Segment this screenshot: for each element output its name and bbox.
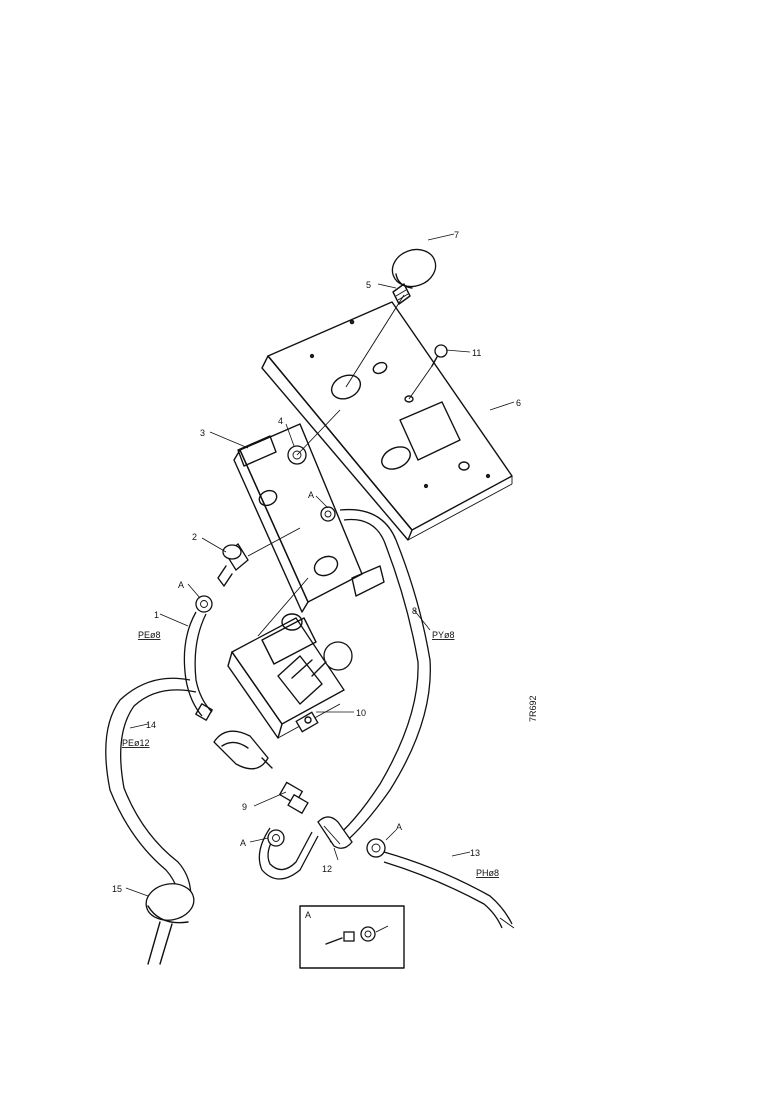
detail-a-box: A (299, 905, 405, 969)
callout-a-top: A (308, 490, 314, 500)
valve-unit-10 (227, 613, 353, 739)
callout-13: 13 (470, 848, 480, 858)
spec-hose-8: PYø8 (432, 630, 455, 640)
hose-spec-labels: PEø8 PYø8 PEø12 PHø8 (122, 630, 499, 878)
mounting-plate (261, 301, 513, 541)
callout-a-bottom: A (240, 838, 246, 848)
callout-4: 4 (278, 416, 283, 426)
callout-a-right: A (396, 822, 402, 832)
hoses (105, 508, 515, 965)
callout-8: 8 (412, 606, 417, 616)
callout-9: 9 (242, 802, 247, 812)
coupling-under-valve (213, 730, 273, 770)
bracket (233, 423, 385, 613)
figure-reference: 7R692 (528, 695, 538, 722)
valve-2 (217, 543, 249, 587)
screw-11 (431, 344, 448, 367)
nuts-a (195, 506, 386, 858)
spec-hose-14: PEø12 (122, 738, 150, 748)
callout-3: 3 (200, 428, 205, 438)
callout-10: 10 (356, 708, 366, 718)
callout-1: 1 (154, 610, 159, 620)
elbow-12 (317, 816, 353, 849)
assembly-lines (247, 294, 433, 637)
leader-lines (125, 233, 515, 897)
callout-11: 11 (472, 348, 481, 358)
knob (391, 248, 437, 289)
callout-14: 14 (146, 720, 156, 730)
callout-15: 15 (112, 884, 122, 894)
spec-hose-1: PEø8 (138, 630, 161, 640)
callout-6: 6 (516, 398, 521, 408)
callout-labels: 7 5 11 6 3 4 A 2 A 1 8 10 14 9 A 12 A 13… (112, 230, 521, 894)
callout-5: 5 (366, 280, 371, 290)
callout-7: 7 (454, 230, 459, 240)
spec-hose-13: PHø8 (476, 868, 499, 878)
callout-12: 12 (322, 864, 332, 874)
fitting-9 (278, 781, 309, 815)
callout-2: 2 (192, 532, 197, 542)
callout-a-left: A (178, 580, 184, 590)
detail-a-label: A (305, 910, 311, 920)
